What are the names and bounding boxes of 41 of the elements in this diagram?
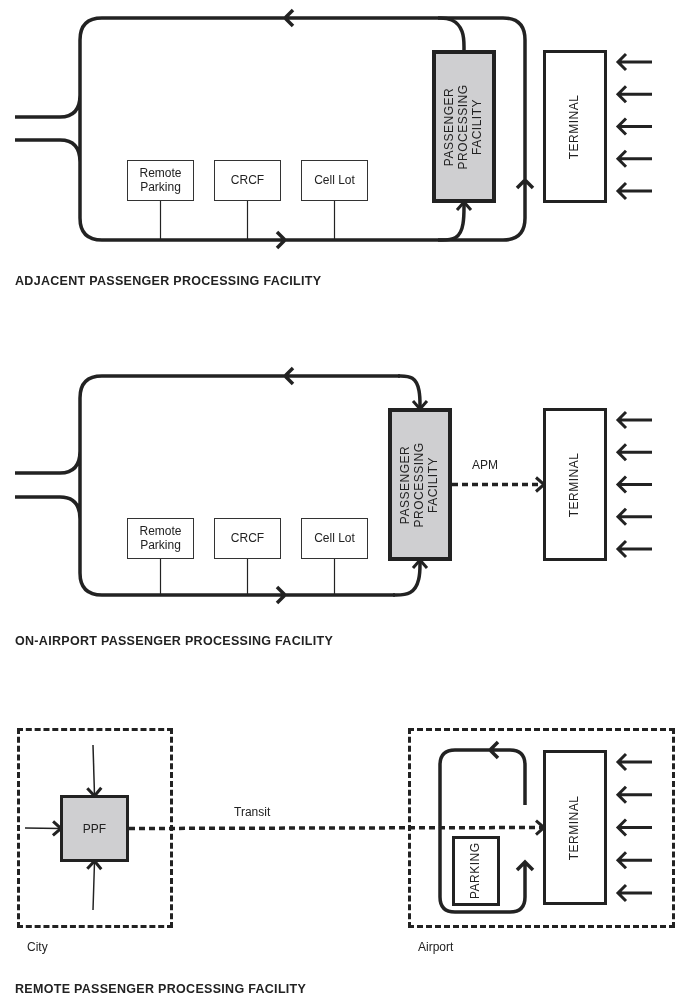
area-label: City bbox=[27, 940, 48, 954]
facility-box bbox=[214, 518, 281, 559]
facility-box bbox=[127, 518, 194, 559]
box-label: Remote Parking bbox=[138, 166, 183, 195]
connector-line bbox=[246, 558, 249, 596]
box-label: PARKING bbox=[469, 843, 483, 899]
facility-box bbox=[301, 518, 368, 559]
terminal-box bbox=[543, 408, 607, 561]
connector-line bbox=[246, 200, 249, 241]
edge-label: Transit bbox=[232, 805, 273, 819]
box-label: PPF bbox=[82, 821, 107, 836]
box-label: CRCF bbox=[230, 173, 265, 188]
connector-line bbox=[159, 200, 162, 241]
box-label: TERMINAL bbox=[568, 794, 582, 862]
terminal-box bbox=[543, 50, 607, 203]
facility-box bbox=[214, 160, 281, 201]
arrow bbox=[398, 374, 429, 411]
processing-facility-box bbox=[432, 50, 496, 203]
processing-facility-box bbox=[60, 795, 129, 862]
section-title: REMOTE PASSENGER PROCESSING FACILITY bbox=[15, 982, 307, 996]
box-label: PASSENGER PROCESSING FACILITY bbox=[399, 441, 441, 529]
box-label: Remote Parking bbox=[138, 524, 183, 553]
section-title: ON-AIRPORT PASSENGER PROCESSING FACILITY bbox=[15, 634, 334, 648]
terminal-box bbox=[543, 750, 607, 905]
connector-line bbox=[333, 558, 336, 596]
processing-facility-box bbox=[388, 408, 452, 561]
facility-box bbox=[301, 160, 368, 201]
edge-label: APM bbox=[470, 458, 500, 472]
connector-line bbox=[159, 558, 162, 596]
box-label: Cell Lot bbox=[314, 531, 355, 546]
area-label: Airport bbox=[418, 940, 454, 954]
box-label: TERMINAL bbox=[568, 93, 582, 161]
box-label: Cell Lot bbox=[314, 173, 355, 188]
box-label: TERMINAL bbox=[568, 451, 582, 519]
box-label: PASSENGER PROCESSING FACILITY bbox=[443, 83, 485, 171]
parking-box bbox=[452, 836, 500, 906]
box-label: CRCF bbox=[230, 531, 265, 546]
connector-line bbox=[333, 200, 336, 241]
section-title: ADJACENT PASSENGER PROCESSING FACILITY bbox=[15, 274, 322, 288]
connector-line bbox=[438, 16, 466, 50]
facility-box bbox=[127, 160, 194, 201]
